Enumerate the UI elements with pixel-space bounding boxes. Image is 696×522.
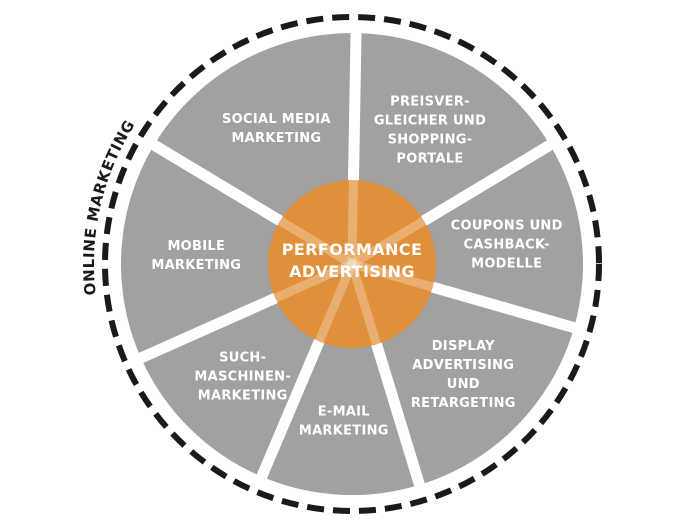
center-spoke	[347, 262, 381, 346]
segment-label: PREISVER- GLEICHER UND SHOPPING- PORTALE	[374, 94, 486, 166]
segment-label-line: PREISVER-	[390, 94, 470, 109]
segment-label: E-MAIL MARKETING	[299, 404, 389, 438]
segment-wedge	[261, 264, 420, 496]
segment-label-line: MARKETING	[151, 258, 241, 273]
segment-label-line: MOBILE	[167, 239, 225, 254]
center-spoke	[277, 216, 355, 268]
segment-label-line: E-MAIL	[318, 404, 370, 419]
center-spokes-layer	[273, 179, 434, 346]
segment-label-line: ADVERTISING	[412, 358, 514, 373]
center-spoke	[315, 262, 357, 344]
segment-label-line: COUPONS UND	[451, 219, 563, 234]
segment-label-line: CASHBACK-	[463, 238, 549, 253]
segment-label-line: RETARGETING	[411, 396, 516, 411]
center-spoke	[349, 216, 427, 268]
center-label-line: PERFORMANCE	[282, 240, 423, 259]
center-spoke	[347, 179, 358, 265]
segment-wedge	[352, 145, 583, 328]
center-label: PERFORMANCE ADVERTISING	[282, 240, 423, 281]
segment-label-line: MARKETING	[231, 131, 321, 146]
center-spoke	[273, 259, 354, 303]
center-circle	[268, 180, 436, 348]
segment-label-line: GLEICHER UND	[374, 113, 486, 128]
segment-label-line: UND	[447, 377, 480, 392]
segment-label-line: MODELLE	[471, 257, 542, 272]
segment-label-line: MARKETING	[299, 423, 389, 438]
segment-label: SOCIAL MEDIA MARKETING	[222, 112, 331, 146]
segment-label: COUPONS UND CASHBACK- MODELLE	[451, 219, 563, 272]
segment-label: MOBILE MARKETING	[151, 239, 241, 273]
dashed-outer-ring	[102, 14, 602, 514]
segment-wedge	[120, 145, 352, 358]
segment-label-line: DISPLAY	[432, 339, 495, 354]
segment-label-line: SHOPPING-	[388, 132, 473, 147]
center-spoke	[350, 259, 434, 292]
segment-label: SUCH- MASCHINEN- MARKETING	[194, 350, 291, 403]
segment-label-line: SUCH-	[219, 350, 266, 365]
segment-label-line: SOCIAL MEDIA	[222, 112, 331, 127]
center-label-line: ADVERTISING	[289, 262, 415, 281]
segment-label-line: MARKETING	[198, 388, 288, 403]
segment-label-line: PORTALE	[396, 151, 463, 166]
segment-labels-layer: PREISVER- GLEICHER UND SHOPPING- PORTALE COU…	[151, 94, 562, 438]
segment-label-line: MASCHINEN-	[194, 369, 291, 384]
segment-label: DISPLAY ADVERTISING UND RETARGETING	[411, 339, 516, 411]
